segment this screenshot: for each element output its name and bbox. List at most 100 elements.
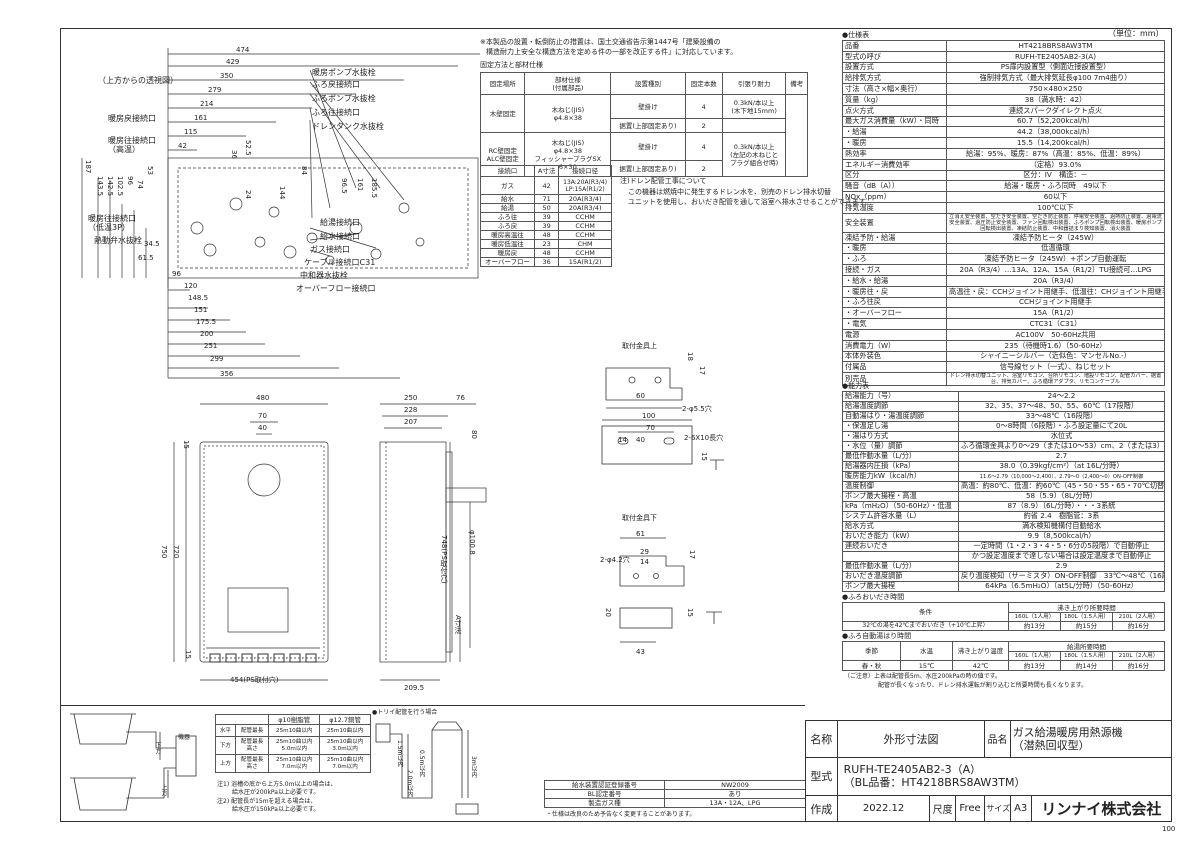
perf-value: 11.6～2.79（10,000～2,400）、2.79～0（2,400～0）O…	[958, 471, 1165, 482]
yuhari-v-season: 春・秋	[842, 660, 901, 671]
perf-key: kPa（mH₂O）（50-60Hz）・低温	[842, 501, 959, 512]
spec-key: ・暖房往・戻	[842, 285, 947, 298]
conn-r0-port: ガス	[480, 176, 535, 195]
oidaki-head: 沸き上がり所要時間	[1007, 602, 1166, 613]
front-dim-70: 70	[258, 412, 267, 420]
spec-value: AC100V 50-60Hz共用	[946, 328, 1165, 341]
drawing-sheet	[60, 28, 1172, 822]
dim-185-5: 185.5	[370, 178, 378, 199]
trap-dim-1: 1.5m以内	[396, 740, 403, 768]
pipe-r1-dir: 水平	[215, 724, 236, 737]
spec-key: 本体外装色	[842, 350, 947, 363]
side-dim-209-5: 209.5	[404, 684, 425, 692]
bracket-u-hole: 2-φ5.5穴	[682, 405, 712, 413]
conn-r1-size: 20A(R3/4)	[558, 194, 612, 204]
side-dim-207: 207	[404, 418, 418, 426]
spec-key: 区分	[842, 169, 947, 182]
spec-key: ・暖房	[842, 137, 947, 149]
perf-value: 2.7	[958, 451, 1165, 462]
trap-dim-3: 0.5m以内	[418, 750, 425, 778]
spec-value: シャイニーシルバー（近似色：マンセルNo.-）	[946, 350, 1165, 363]
bracket-u-17: 17	[698, 366, 706, 375]
fix-r3-type: 壁掛け	[610, 132, 686, 161]
dim-279: 279	[208, 86, 222, 94]
dim-151: 151	[194, 306, 208, 314]
label-neutralizer: 中和器水抜栓	[300, 271, 348, 280]
perf-value: 24～2.2	[958, 391, 1165, 402]
spec-value: HT4218BRS8AW3TM	[946, 40, 1165, 52]
top-view-drawing	[81, 48, 480, 379]
conn-r8-port: オーバーフロー	[480, 257, 535, 267]
perf-key: 自動湯はり・湯温度調節	[842, 411, 959, 422]
pipe-r3-item: 配管最長 高さ	[234, 754, 270, 773]
bracket-u-100: 100	[642, 412, 656, 420]
spec-value: 60以下	[946, 191, 1165, 203]
pipe-note-2b: 給水圧が150kPa以上必要です。	[232, 806, 320, 813]
bl-note: ・仕様は改良のため予告なく変更することがあります。	[546, 811, 696, 818]
oidaki-col2: 180L（1.5人用）	[1060, 612, 1113, 622]
front-dim-15b: 15	[184, 650, 192, 659]
label-heating-supply-low: 暖房往接続口（低温3P）	[88, 214, 136, 232]
conn-r2-size: 20A(R3/4)	[558, 203, 612, 213]
perf-key: ・保温足し湯	[842, 421, 959, 432]
perf-key: 給水方式	[842, 521, 959, 532]
tb-product: ガス給湯暖房用熱源機（潜熱回収型）	[1009, 720, 1173, 758]
perf-value: 高温：約80℃、低温：約60℃（45・50・55・65・70℃切替可）、40	[958, 481, 1165, 492]
spec-value: 20A（R3/4）	[946, 274, 1165, 287]
spec-value: 信号線セット（一式）、ねじセット	[946, 361, 1165, 374]
perf-row: 暖房能力kW（kcal/h）11.6～2.79（10,000～2,400）、2.…	[842, 471, 1165, 482]
spec-key: ・給水・給湯	[842, 274, 947, 287]
spec-value: 低温循環	[946, 242, 1165, 255]
perf-row: 温度制御高温：約80℃、低温：約60℃（45・50・55・65・70℃切替可）、…	[842, 481, 1165, 492]
conn-r8-size: 15A(R1/2)	[558, 257, 612, 267]
pipe-r1-resin: 25m10曲以内	[268, 724, 321, 737]
tb-product-1: ガス給湯暖房用熱源機	[1012, 725, 1123, 739]
spec-value: 給湯：95%、暖房：87%（高温：85%、低温：89%）	[946, 147, 1165, 160]
fix-r2-strength	[721, 118, 787, 133]
bracket-u-40: 40	[636, 436, 645, 444]
front-dim-750: 750	[160, 545, 168, 559]
tb-size-label: サイズ	[984, 795, 1011, 822]
spec-key: ・ふろ	[842, 253, 947, 266]
dim-61-5: 61.5	[138, 254, 154, 262]
tb-model: RUFH-TE2405AB2-3（A）（BL品番：HT4218BRS8AW3TM…	[836, 756, 1173, 797]
oidaki-col3: 210L（2人用）	[1111, 612, 1166, 622]
spec-key: 熱効率	[842, 147, 947, 160]
front-view-drawing	[173, 403, 329, 681]
install-note-1: ※本製品の設置・転倒防止の措置は、国土交通省告示第1447号「建築設備の	[480, 38, 721, 46]
conn-r4-size: CCHM	[558, 221, 612, 231]
dim-102-5: 102.5	[116, 176, 124, 197]
side-dim-80: 80	[470, 430, 478, 439]
dim-148-5: 148.5	[188, 294, 209, 302]
dim-161-v: 161	[356, 178, 364, 192]
fix-r4-type: 据置(上部固定あり)	[610, 160, 686, 177]
spec-key: 寸法（高さ×幅×奥行）	[842, 83, 947, 95]
yuhari-v3: 約16分	[1111, 660, 1166, 671]
tb-model-2: （BL品番：HT4218BRS8AW3TM）	[843, 776, 1026, 790]
dim-299: 299	[210, 355, 224, 363]
spec-value: 連続スパークダイレクト点火	[946, 104, 1165, 117]
bracket-lower-title: 取付金具下	[622, 514, 657, 522]
dim-115: 115	[184, 128, 198, 136]
top-view-title: （上方からの透視図）	[98, 76, 178, 85]
spec-value: 区分：IV 構造：－	[946, 169, 1165, 182]
spec-row: 別売品ドレン排水切替ユニット、浴室リモコン、台所リモコン、増設リモコン、配管カバ…	[842, 372, 1165, 387]
perf-key: 給湯能力（号）	[842, 391, 959, 402]
spec-row: 点火方式連続スパークダイレクト点火	[842, 104, 1165, 117]
perf-value: 38.0（0.39kgf/cm²）（at 16L/分時）	[958, 461, 1165, 472]
fix-r1-count: 4	[684, 94, 723, 119]
perf-key: おいだき温度調節	[842, 571, 959, 582]
dim-144: 144	[278, 186, 286, 200]
label-water-conn: 給水接続口	[320, 232, 360, 241]
perf-row: 給湯能力（号）24～2.2	[842, 391, 1165, 402]
spec-key: 消費電力（W）	[842, 339, 947, 352]
pipe-r3-dir: 上方	[215, 754, 236, 773]
page-number: 100	[1162, 825, 1176, 833]
perf-key: 最低作動水量（L/分）	[842, 561, 959, 572]
